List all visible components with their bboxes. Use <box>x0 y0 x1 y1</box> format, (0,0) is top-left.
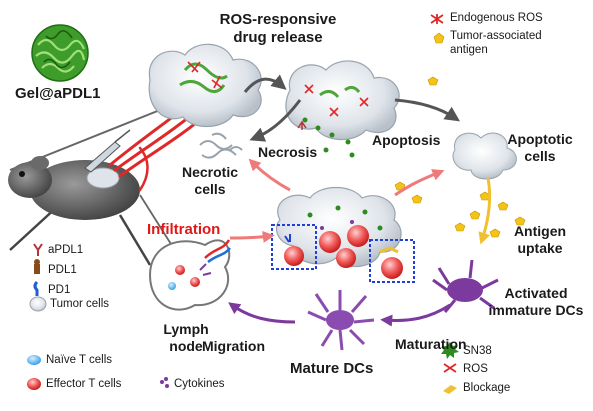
blockage-icon <box>443 385 457 394</box>
ros-release-label-line1: ROS-responsive <box>219 11 337 28</box>
pdl1-icon <box>34 259 40 274</box>
apdl1-icon <box>33 243 43 256</box>
necrotic-cells <box>199 132 243 159</box>
antigen-uptake-label-line1: Antigen <box>513 223 567 239</box>
legend-blockage: Blockage <box>463 382 511 394</box>
lymph-node-label-line2: node <box>169 338 203 354</box>
maturation-label: Maturation <box>395 336 467 352</box>
ros-release-label-line2: drug release <box>233 29 323 46</box>
apoptotic-cells-label-line1: Apoptotic <box>507 131 573 147</box>
lymph-node-icon <box>148 239 231 311</box>
legend-apdl1: aPDL1 <box>48 244 84 256</box>
activated-dcs-label-line1: Activated <box>504 285 568 301</box>
legend-antigen-line2: antigen <box>450 44 488 56</box>
sn38-icon <box>441 342 459 359</box>
gel-label: Gel@aPDL1 <box>15 85 101 102</box>
mouse-icon <box>8 79 236 291</box>
mature-dcs-label: Mature DCs <box>290 360 374 377</box>
tumor-cell-icon <box>29 296 47 312</box>
gel-sphere-icon <box>31 24 89 82</box>
legend-antigen-line1: Tumor-associated <box>450 30 542 42</box>
legend-cytokines: Cytokines <box>174 378 225 390</box>
necrotic-cells-label-line2: cells <box>194 181 226 197</box>
legend-effector-t-cells: Effector T cells <box>46 378 122 390</box>
blockage-box-left <box>271 224 317 270</box>
apoptosis-label: Apoptosis <box>372 132 441 148</box>
legend-endogenous-ros: Endogenous ROS <box>450 12 543 24</box>
immature-dc-icon <box>432 259 499 313</box>
lymph-node-label-line1: Lymph <box>163 321 209 337</box>
legend-naive-t-cells: Naïve T cells <box>46 354 113 366</box>
ros-icon <box>443 363 457 373</box>
apoptotic-cells <box>452 132 517 180</box>
naive-t-cell-icon <box>27 355 41 365</box>
mature-dc-icon <box>307 290 375 351</box>
antigen-uptake-label-line2: uptake <box>517 240 563 256</box>
effector-t-cell-icon <box>27 378 41 390</box>
blockage-box-right <box>369 239 415 283</box>
activated-dcs-label-line2: immature DCs <box>488 302 584 318</box>
necrosis-label: Necrosis <box>258 144 318 160</box>
apoptotic-cells-label-line2: cells <box>524 148 556 164</box>
migration-label: Migration <box>202 338 265 354</box>
antigen-particles <box>394 76 526 238</box>
tumor-antigen-icon <box>433 32 445 44</box>
legend-tumor-cells: Tumor cells <box>50 298 109 310</box>
drug-release-cloud <box>285 60 400 158</box>
necrotic-cells-label-line1: Necrotic <box>181 164 239 180</box>
endogenous-ros-icon <box>430 14 444 24</box>
pd1-icon <box>33 280 39 296</box>
process-arrows <box>228 74 492 327</box>
legend-pd1: PD1 <box>48 284 71 296</box>
infiltration-label: Infiltration <box>147 221 221 238</box>
cytokines-icon <box>160 377 169 388</box>
legend-sn38: SN38 <box>463 345 492 357</box>
legend-pdl1: PDL1 <box>48 264 77 276</box>
gel-cloud <box>148 43 262 128</box>
legend-ros: ROS <box>463 363 488 375</box>
